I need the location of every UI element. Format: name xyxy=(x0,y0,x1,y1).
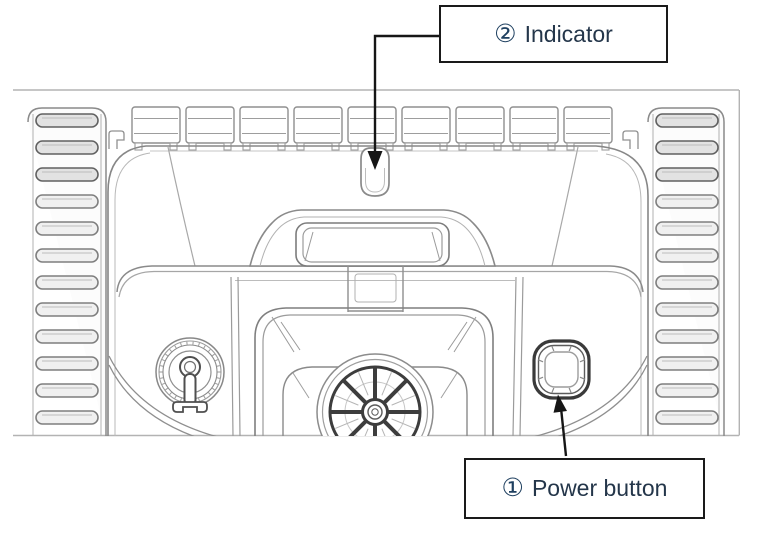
left-mount-tab xyxy=(108,130,125,149)
indicator-label: Indicator xyxy=(524,20,613,47)
lower-recess xyxy=(254,307,494,436)
power-arrowhead xyxy=(553,394,567,413)
knob-knurling xyxy=(159,341,221,403)
body-outline xyxy=(107,145,649,436)
power-button-label: Power button xyxy=(531,475,668,501)
knob-t-handle xyxy=(172,356,208,413)
left-sweep xyxy=(108,355,217,436)
power-button xyxy=(532,339,591,400)
right-crease xyxy=(551,146,579,267)
power-button-number-badge: ① xyxy=(501,474,524,502)
indicator-arrow xyxy=(367,34,440,170)
indicator-number-badge: ② xyxy=(494,19,517,48)
handle xyxy=(248,209,497,312)
annotations xyxy=(367,34,568,457)
left-track xyxy=(27,107,107,436)
impeller xyxy=(316,353,434,436)
indicator-arrowhead xyxy=(367,151,383,170)
handle-latch xyxy=(347,266,404,312)
impeller-hub xyxy=(361,398,389,426)
right-track-band xyxy=(647,107,725,436)
right-mount-tab xyxy=(622,130,639,149)
right-track-slats xyxy=(655,113,719,425)
power-button-ticks xyxy=(537,345,586,394)
top-fins xyxy=(131,106,613,151)
left-track-band xyxy=(27,107,107,436)
power-button-arrow xyxy=(553,394,568,457)
impeller-spokes xyxy=(329,366,421,436)
left-knob xyxy=(155,337,225,413)
callout-indicator: ② Indicator xyxy=(439,5,668,63)
right-sweep xyxy=(534,355,648,436)
device-drawing xyxy=(27,106,725,436)
left-track-slats xyxy=(35,113,99,425)
right-track xyxy=(647,107,725,436)
callout-power-button: ① Power button xyxy=(464,458,705,519)
indicator-light xyxy=(360,147,390,197)
left-crease xyxy=(167,146,196,267)
handle-opening xyxy=(295,222,450,267)
